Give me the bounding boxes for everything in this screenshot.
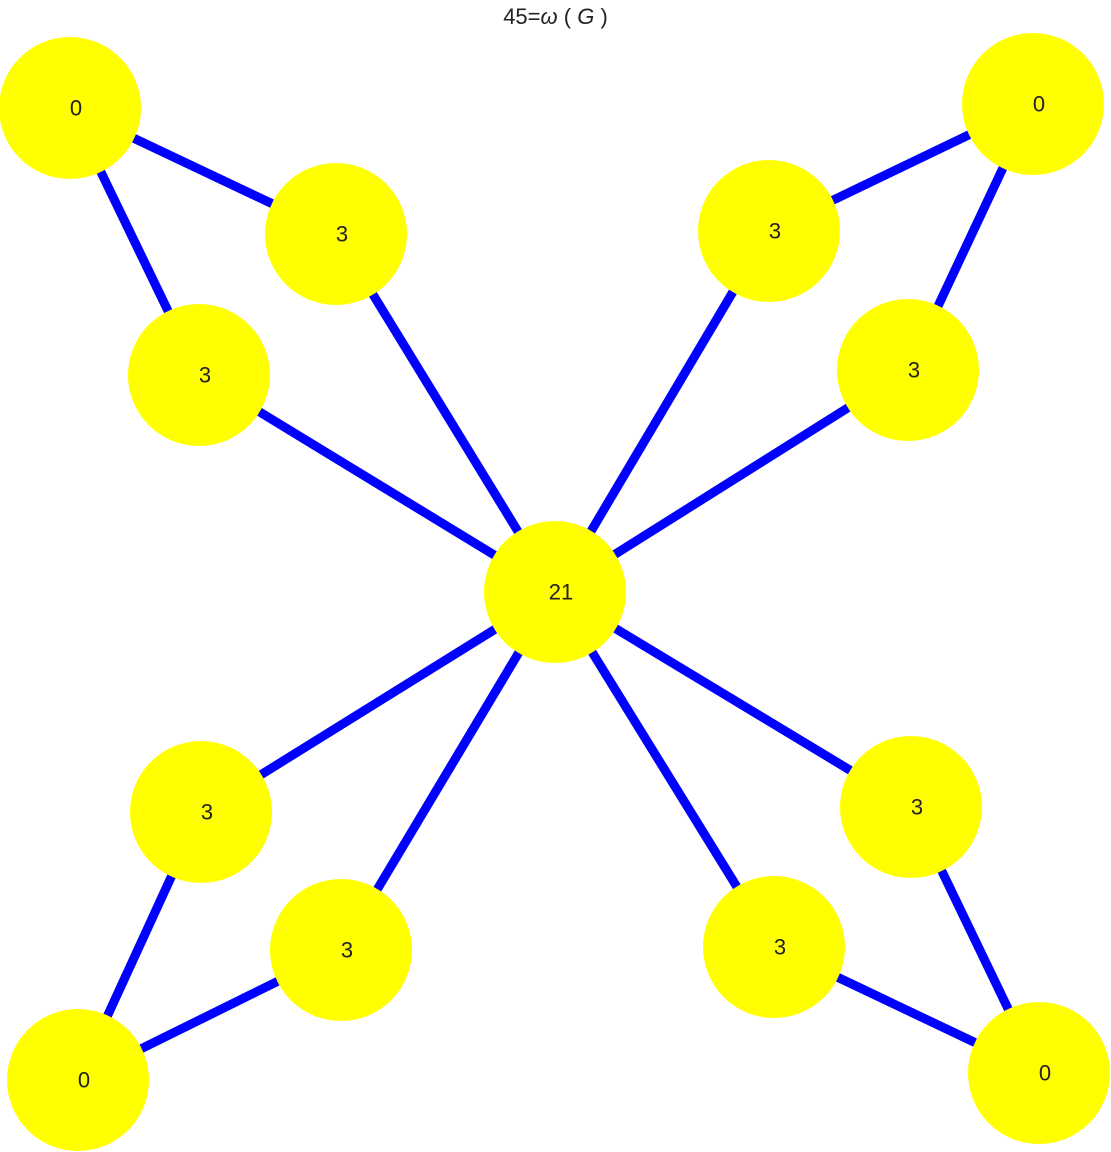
node-br-hub: 0 <box>968 1002 1110 1144</box>
node-br-a: 3 <box>703 876 845 1018</box>
node-circle <box>270 879 412 1021</box>
node-circle <box>962 33 1104 175</box>
node-circle <box>130 741 272 883</box>
node-tr-b: 3 <box>837 299 979 441</box>
node-center: 21 <box>484 521 626 663</box>
node-label: 3 <box>774 935 786 960</box>
node-circle <box>698 160 840 302</box>
node-label: 0 <box>1039 1061 1051 1086</box>
node-br-b: 3 <box>840 736 982 878</box>
node-circle <box>0 37 141 179</box>
node-circle <box>837 299 979 441</box>
nodes-layer: 21 0 3 3 0 3 3 0 3 3 0 3 3 <box>0 33 1110 1151</box>
node-label: 3 <box>199 363 211 388</box>
node-circle <box>128 304 270 446</box>
node-circle <box>840 736 982 878</box>
node-circle <box>7 1009 149 1151</box>
node-bl-b: 3 <box>270 879 412 1021</box>
graph-title: 45=ω ( G ) <box>0 4 1111 30</box>
node-label: 3 <box>769 219 781 244</box>
node-label: 3 <box>336 222 348 247</box>
node-circle <box>703 876 845 1018</box>
title-close-paren: ) <box>594 4 608 29</box>
title-prefix: 45= <box>503 4 541 29</box>
title-variable: G <box>577 4 595 29</box>
node-label: 3 <box>201 800 213 825</box>
node-label: 3 <box>341 938 353 963</box>
node-label: 0 <box>78 1068 90 1093</box>
node-label: 3 <box>911 795 923 820</box>
node-tr-a: 3 <box>698 160 840 302</box>
node-circle <box>484 521 626 663</box>
node-label: 21 <box>549 580 573 605</box>
node-circle <box>968 1002 1110 1144</box>
node-label: 0 <box>70 96 82 121</box>
node-bl-a: 3 <box>130 741 272 883</box>
node-label: 0 <box>1033 92 1045 117</box>
title-open-paren: ( <box>557 4 578 29</box>
node-label: 3 <box>908 358 920 383</box>
node-tl-hub: 0 <box>0 37 141 179</box>
node-bl-hub: 0 <box>7 1009 149 1151</box>
node-tr-hub: 0 <box>962 33 1104 175</box>
node-tl-b: 3 <box>128 304 270 446</box>
node-circle <box>265 163 407 305</box>
title-omega: ω <box>540 4 558 29</box>
node-tl-a: 3 <box>265 163 407 305</box>
